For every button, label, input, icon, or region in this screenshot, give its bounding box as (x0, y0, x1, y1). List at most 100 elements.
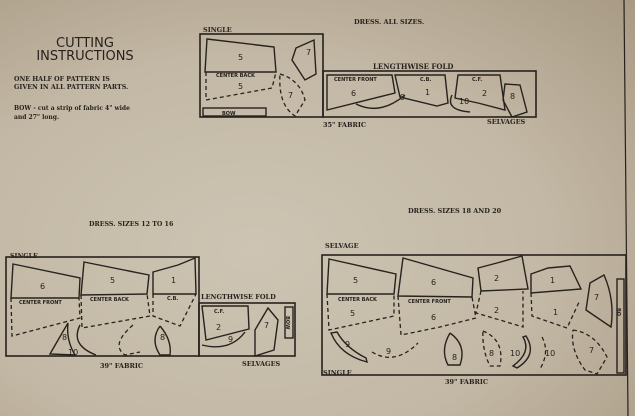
pattern-piece-mirror (152, 293, 197, 327)
title-line-2: INSTRUCTIONS (36, 49, 133, 64)
layout-all-sizes: DRESS. ALL SIZES. SINGLE 5 CENTER BACK 5… (199, 18, 537, 129)
piece-number: 8 (160, 333, 165, 342)
pattern-piece (394, 74, 449, 107)
pattern-piece (76, 324, 97, 356)
layout-heading: DRESS. ALL SIZES. (354, 18, 424, 26)
center-front-label: CENTER FRONT (19, 300, 62, 306)
pattern-piece-mirror (279, 73, 306, 117)
pattern-piece (48, 322, 77, 356)
center-back-label: CENTER BACK (338, 297, 378, 303)
cb-label: C.B. (167, 296, 178, 302)
bow-line-1: BOW - cut a strip of fabric 4" wide (14, 105, 130, 112)
piece-number: 9 (386, 347, 391, 356)
pattern-piece (80, 261, 150, 296)
pattern-piece (530, 265, 583, 294)
pattern-piece (397, 257, 474, 298)
title-line-1: CUTTING (56, 36, 114, 51)
pattern-piece-mirror (482, 330, 502, 367)
piece-number: 6 (351, 89, 356, 98)
layout-sizes-18-20: DRESS. SIZES 18 AND 20 SELVAGE 5 CENTER … (321, 207, 627, 386)
pattern-piece (443, 332, 463, 366)
pattern-piece-mirror (10, 297, 81, 337)
piece-number: 2 (482, 89, 487, 98)
pattern-piece-mirror (80, 293, 151, 329)
pattern-piece-mirror (539, 336, 547, 370)
column-divider (623, 0, 629, 416)
pattern-piece (330, 331, 368, 363)
piece-number: 7 (306, 48, 311, 57)
pattern-piece (511, 335, 532, 369)
layout-sizes-12-16: DRESS. SIZES 12 TO 16 SINGLE 6 CENTER FR… (5, 221, 296, 370)
piece-number: 1 (425, 88, 430, 97)
center-back-label: CENTER BACK (90, 297, 130, 303)
fold-fabric-frame (322, 70, 537, 118)
pattern-piece (502, 83, 528, 118)
piece-number: 1 (553, 308, 558, 317)
fabric-width-label: 35" FABRIC (323, 121, 366, 129)
pattern-piece (355, 94, 406, 110)
piece-number: 10 (510, 349, 520, 358)
pattern-piece-mirror (118, 324, 141, 356)
cf-label: C.F. (472, 77, 482, 83)
piece-number: 7 (264, 321, 269, 330)
pattern-piece-mirror (475, 290, 524, 328)
piece-number: 9 (400, 93, 405, 102)
bow-label: BO (615, 308, 621, 316)
pattern-piece (477, 255, 529, 292)
pattern-piece (454, 74, 506, 111)
piece-number: 1 (171, 276, 176, 285)
bow-piece (284, 306, 294, 339)
piece-number: 5 (353, 276, 358, 285)
piece-number: 9 (228, 335, 233, 344)
pattern-piece (254, 306, 279, 357)
piece-number: 2 (494, 306, 499, 315)
pattern-piece-mirror (326, 293, 395, 331)
pattern-piece-mirror (205, 71, 277, 101)
selvages-label: SELVAGES (242, 360, 281, 368)
fabric-frame (321, 254, 627, 376)
bow-label: BOW (284, 316, 290, 330)
note-line-2: GIVEN IN ALL PATTERN PARTS. (14, 84, 128, 91)
pattern-piece (204, 38, 277, 73)
pattern-piece (291, 38, 317, 81)
piece-number: 2 (216, 323, 221, 332)
piece-number: 2 (494, 274, 499, 283)
pattern-piece-mirror (371, 342, 419, 358)
piece-number: 9 (345, 340, 350, 349)
pattern-piece (10, 263, 81, 299)
fabric-width-label: 39" FABRIC (100, 362, 143, 370)
piece-number: 5 (238, 53, 243, 62)
piece-number: 8 (62, 333, 67, 342)
selvages-label: SELVAGES (487, 118, 526, 126)
layout-heading: DRESS. SIZES 12 TO 16 (89, 221, 174, 228)
pattern-piece-mirror (571, 329, 608, 375)
single-label: SINGLE (323, 369, 352, 377)
center-back-label: CENTER BACK (216, 73, 256, 79)
piece-number: 6 (40, 282, 45, 291)
center-front-label: CENTER FRONT (408, 299, 451, 305)
pattern-piece (201, 331, 246, 348)
piece-number: 10 (545, 349, 555, 358)
note-line-1: ONE HALF OF PATTERN IS (14, 76, 110, 83)
fold-label: LENGTHWISE FOLD (201, 293, 276, 301)
pattern-piece (449, 94, 471, 113)
piece-number: 8 (489, 349, 494, 358)
piece-number: 5 (238, 82, 243, 91)
pattern-piece (152, 256, 197, 295)
pattern-piece (154, 325, 171, 356)
fold-label: LENGTHWISE FOLD (373, 62, 453, 71)
pattern-piece (326, 258, 397, 295)
cf-label: C.F. (214, 309, 224, 315)
piece-number: 7 (594, 293, 599, 302)
cb-label: C.B. (420, 77, 431, 83)
selvage-label: SELVAGE (325, 242, 359, 250)
pattern-piece-mirror (397, 295, 477, 336)
bow-line-2: and 27" long. (14, 114, 59, 121)
bow-label: BOW (222, 111, 236, 117)
bow-piece (616, 278, 625, 374)
pattern-piece (326, 74, 396, 111)
pattern-piece (201, 305, 250, 341)
piece-number: 7 (288, 91, 293, 100)
piece-number: 8 (452, 353, 457, 362)
